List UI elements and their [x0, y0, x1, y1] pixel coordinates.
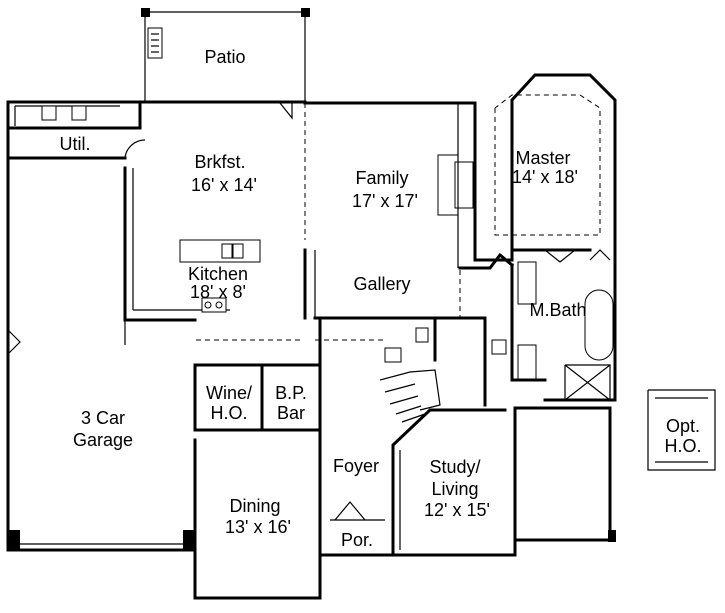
patio-structure [141, 8, 310, 102]
master-label: Master [515, 148, 570, 168]
kitchen-area [123, 102, 307, 322]
grill-icon [147, 27, 163, 59]
foyer-study [330, 408, 507, 557]
patio-label: Patio [204, 47, 245, 67]
family-label: Family [356, 168, 409, 188]
optional-home-office [647, 389, 716, 471]
util-label: Util. [60, 134, 91, 154]
dining-label: Dining [229, 496, 280, 516]
family-dims: 17' x 17' [352, 191, 418, 211]
toilet-icon [384, 347, 402, 363]
foyer-label: Foyer [333, 456, 379, 476]
study-dims: 12' x 15' [424, 500, 490, 520]
dining-dims: 13' x 16' [225, 517, 291, 537]
kitchen-label: Kitchen [188, 264, 248, 284]
kitchen-dims: 18' x 8' [190, 282, 246, 302]
garage-label-1: 3 Car [81, 408, 125, 428]
wine-label-2: H.O. [210, 403, 247, 423]
master-dims: 14' x 18' [512, 167, 578, 187]
kitchen-island [179, 239, 261, 263]
opt-ho-label-1: Opt. [666, 416, 700, 436]
mbath-label: M.Bath [529, 300, 586, 320]
wine-bar [193, 318, 322, 557]
bpbar-label-2: Bar [277, 403, 305, 423]
bathtub-icon [584, 289, 614, 361]
brkfst-dims: 16' x 14' [191, 175, 257, 195]
study-label-1: Study/ [429, 457, 480, 477]
bpbar-label-1: B.P. [275, 383, 307, 403]
family-gallery [313, 103, 515, 320]
utility-room [6, 100, 146, 160]
brkfst-label: Brkfst. [194, 152, 245, 172]
garage-label-2: Garage [73, 430, 133, 450]
porch-label: Por. [341, 530, 373, 550]
study-label-2: Living [431, 479, 478, 499]
wine-label-1: Wine/ [206, 383, 252, 403]
master-suite [494, 94, 614, 401]
garage [6, 166, 126, 552]
gallery-label: Gallery [353, 274, 410, 294]
opt-ho-label-2: H.O. [664, 436, 701, 456]
stair-area [315, 316, 507, 423]
